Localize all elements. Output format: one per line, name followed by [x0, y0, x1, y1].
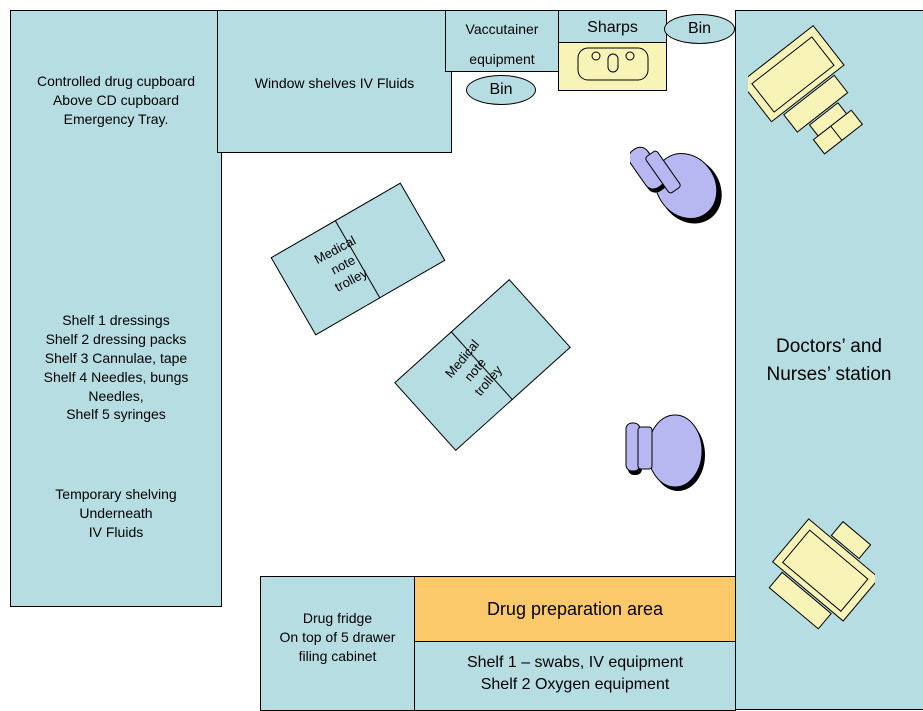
window-shelves: [217, 10, 452, 153]
bin-lower: Bin: [466, 75, 536, 105]
computer-workstation-icon: [748, 24, 864, 155]
left-cupboard-shelving: [10, 10, 222, 607]
window-shelves-label: Window shelves IV Fluids: [254, 75, 415, 91]
vacutainer-equipment-label: Vaccutainer equipment: [465, 21, 539, 67]
shelves-list-label: Shelf 1 dressings Shelf 2 dressing packs…: [43, 312, 189, 423]
medical-note-trolley-2: Medical note trolley: [394, 278, 571, 452]
medical-note-trolley-1: Medical note trolley: [270, 182, 446, 336]
office-chair-icon: [630, 146, 722, 224]
vacutainer-equipment: [445, 10, 559, 72]
office-chair-icon: [625, 414, 705, 491]
bin-top-right: Bin: [664, 14, 735, 44]
preparation-shelves-label: Shelf 1 – swabs, IV equipment Shelf 2 Ox…: [466, 654, 684, 694]
station-label: Doctors’ and Nurses’ station: [766, 336, 892, 385]
sink-icon: [577, 47, 649, 81]
computer-workstation-icon: [768, 518, 875, 630]
sharps-label: Sharps: [587, 19, 638, 36]
drug-preparation-area: [414, 576, 736, 642]
drug-fridge-label: Drug fridge On top of 5 drawer filing ca…: [279, 610, 396, 664]
controlled-drug-cupboard-label: Controlled drug cupboard Above CD cupboa…: [37, 73, 195, 127]
sharps-box: [558, 10, 667, 43]
temporary-shelving-label: Temporary shelving Underneath IV Fluids: [55, 486, 177, 540]
drug-preparation-area-label: Drug preparation area: [486, 599, 664, 619]
